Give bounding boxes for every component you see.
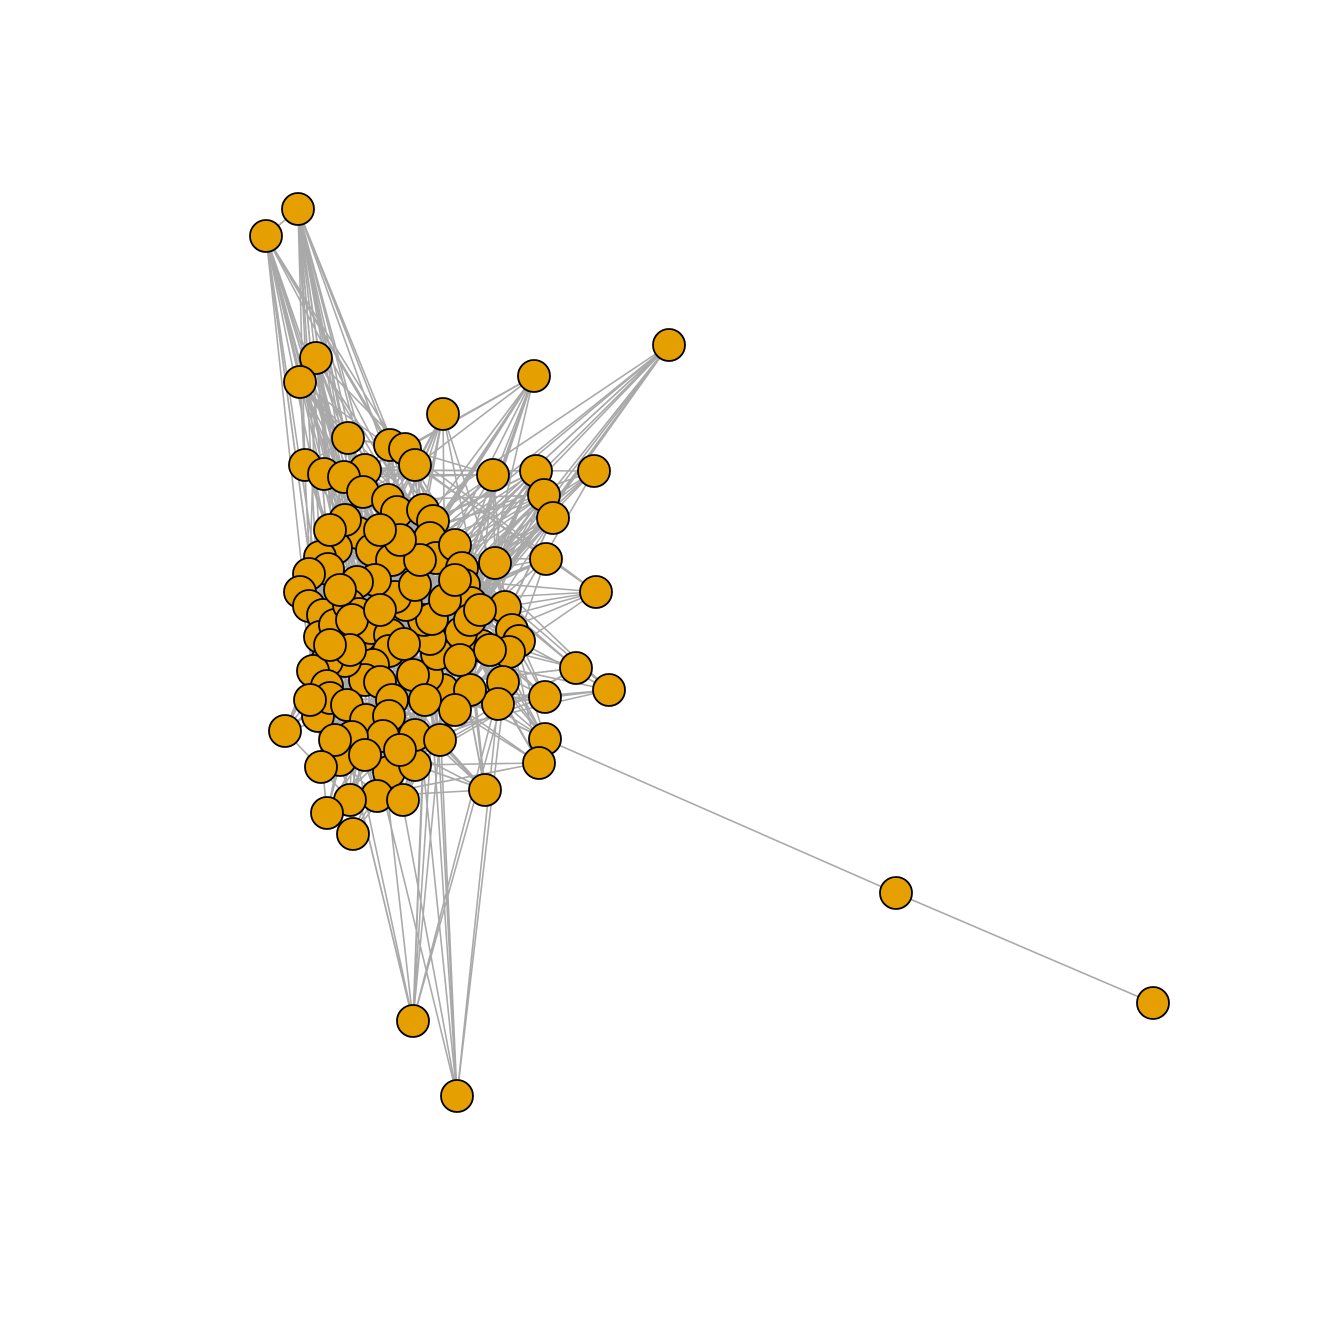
graph-node [438,563,472,597]
graph-node [293,683,327,717]
graph-node [283,365,317,399]
graph-node [478,546,512,580]
graph-node [481,687,515,721]
graph-edge [404,375,535,450]
graph-node [652,328,686,362]
graph-node [536,501,570,535]
graph-edge [429,344,670,539]
graph-node [1136,986,1170,1020]
graph-edge [895,892,1154,1004]
graph-node [577,454,611,488]
graph-node [423,723,457,757]
graph-edge [544,738,897,894]
graph-node [528,680,562,714]
graph-node [426,397,460,431]
graph-node [443,643,477,677]
graph-edge [351,736,414,1022]
graph-node [398,448,432,482]
graph-node [529,542,563,576]
graph-node [438,693,472,727]
graph-edge [364,469,537,472]
graph-node [408,683,442,717]
graph-node [363,513,397,547]
graph-node [310,796,344,830]
graph-node [249,219,283,253]
graph-node [363,593,397,627]
graph-edge [456,703,499,1097]
graph-node [386,783,420,817]
graph-node [304,750,338,784]
graph-node [396,1004,430,1038]
graph-node [331,421,365,455]
graph-node [473,633,507,667]
graph-node [348,738,382,772]
graph-edge [414,464,597,593]
graph-node [879,876,913,910]
node-layer [249,192,1170,1113]
graph-node [281,192,315,226]
graph-node [323,573,357,607]
graph-node [579,575,613,609]
graph-node [440,1079,474,1113]
graph-edge [412,653,438,1022]
graph-node [313,513,347,547]
graph-node [318,723,352,757]
graph-node [592,673,626,707]
graph-node [313,628,347,662]
graph-node [463,593,497,627]
graph-node [559,651,593,685]
graph-node [522,746,556,780]
graph-node [517,359,551,393]
graph-edge [456,651,510,1097]
graph-node [299,341,333,375]
graph-node [387,627,421,661]
graph-node [336,817,370,851]
graph-node [468,773,502,807]
graph-node [476,458,510,492]
graph-edge [404,448,597,593]
graph-node [403,543,437,577]
graph-node [268,714,302,748]
graph-node [383,733,417,767]
